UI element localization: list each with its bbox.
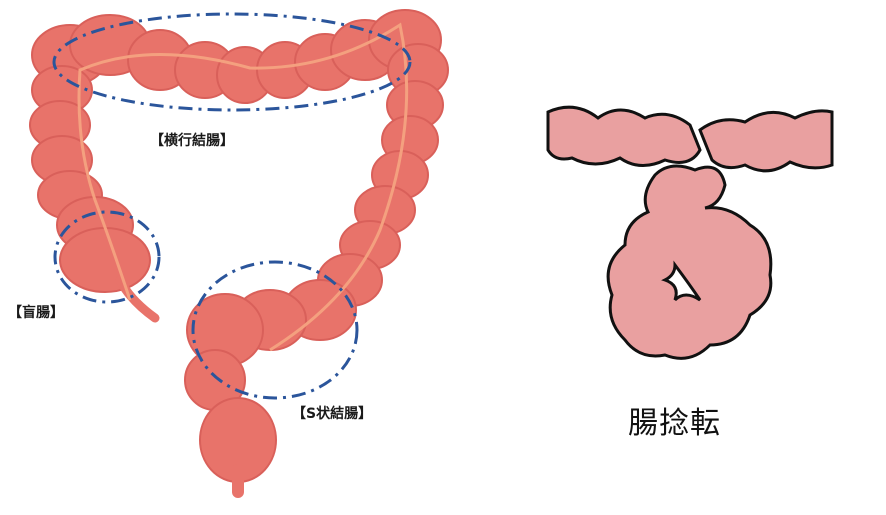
cecum-highlight bbox=[53, 210, 161, 304]
volvulus-illustration bbox=[546, 105, 834, 360]
transverse-colon-highlight bbox=[52, 12, 412, 112]
transverse-colon-label: 【横行結腸】 bbox=[150, 133, 234, 149]
cecum-label: 【盲腸】 bbox=[8, 305, 64, 321]
sigmoid-colon-label: 【S状結腸】 bbox=[292, 406, 373, 422]
volvulus-title: 腸捻転 bbox=[628, 406, 721, 441]
sigmoid-colon-highlight bbox=[191, 260, 359, 400]
colon-illustration bbox=[29, 9, 449, 498]
